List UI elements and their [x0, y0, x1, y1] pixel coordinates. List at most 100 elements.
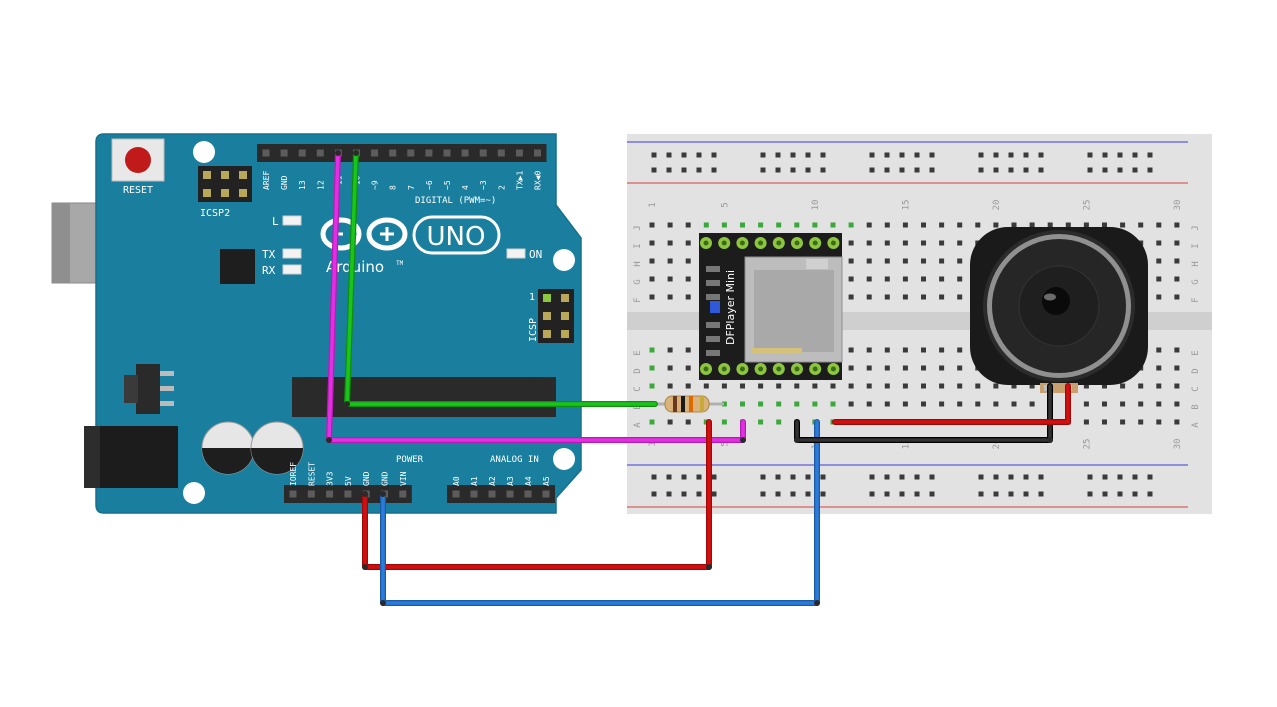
breadboard-hole[interactable]	[758, 383, 764, 389]
breadboard-hole[interactable]	[884, 491, 890, 497]
breadboard-hole[interactable]	[1065, 222, 1071, 228]
breadboard-hole[interactable]	[993, 383, 999, 389]
breadboard-hole[interactable]	[1117, 152, 1123, 158]
breadboard-hole[interactable]	[1102, 383, 1107, 389]
breadboard-hole[interactable]	[703, 222, 709, 228]
breadboard-hole[interactable]	[667, 294, 673, 300]
breadboard-hole[interactable]	[978, 167, 984, 173]
breadboard-hole[interactable]	[939, 222, 945, 228]
breadboard-hole[interactable]	[775, 474, 781, 480]
breadboard-hole[interactable]	[711, 152, 717, 158]
breadboard-hole[interactable]	[957, 240, 963, 246]
breadboard-hole[interactable]	[866, 365, 872, 371]
breadboard-hole[interactable]	[848, 383, 854, 389]
breadboard-hole[interactable]	[790, 491, 796, 497]
breadboard-hole[interactable]	[1156, 401, 1162, 407]
breadboard-hole[interactable]	[899, 152, 905, 158]
breadboard-hole[interactable]	[1156, 294, 1162, 300]
breadboard-hole[interactable]	[760, 167, 766, 173]
breadboard-hole[interactable]	[848, 240, 854, 246]
breadboard-hole[interactable]	[939, 383, 945, 389]
breadboard-hole[interactable]	[957, 222, 963, 228]
breadboard-hole[interactable]	[685, 383, 691, 389]
breadboard-hole[interactable]	[666, 152, 672, 158]
breadboard-hole[interactable]	[899, 474, 905, 480]
breadboard-hole[interactable]	[649, 347, 655, 353]
breadboard-hole[interactable]	[1047, 222, 1053, 228]
breadboard-hole[interactable]	[866, 222, 872, 228]
header-pin[interactable]	[344, 490, 352, 498]
breadboard-hole[interactable]	[1138, 401, 1144, 407]
breadboard-hole[interactable]	[1029, 222, 1035, 228]
header-pin[interactable]	[326, 490, 334, 498]
breadboard-hole[interactable]	[1147, 167, 1153, 173]
breadboard-hole[interactable]	[667, 222, 673, 228]
breadboard-hole[interactable]	[975, 222, 981, 228]
breadboard-hole[interactable]	[649, 383, 655, 389]
breadboard-hole[interactable]	[666, 474, 672, 480]
breadboard-hole[interactable]	[1023, 474, 1029, 480]
breadboard-hole[interactable]	[1117, 491, 1123, 497]
breadboard-hole[interactable]	[1174, 365, 1180, 371]
breadboard-hole[interactable]	[848, 258, 854, 264]
header-pin[interactable]	[399, 490, 407, 498]
header-pin[interactable]	[452, 490, 460, 498]
breadboard-hole[interactable]	[805, 167, 811, 173]
breadboard-hole[interactable]	[776, 401, 782, 407]
breadboard-hole[interactable]	[921, 347, 926, 353]
breadboard-hole[interactable]	[993, 491, 999, 497]
breadboard-hole[interactable]	[1011, 222, 1017, 228]
breadboard-hole[interactable]	[929, 474, 935, 480]
breadboard-hole[interactable]	[649, 419, 655, 425]
breadboard-hole[interactable]	[975, 401, 981, 407]
breadboard-hole[interactable]	[667, 419, 673, 425]
breadboard-hole[interactable]	[681, 491, 687, 497]
breadboard-hole[interactable]	[667, 347, 673, 353]
breadboard-hole[interactable]	[790, 474, 796, 480]
breadboard-hole[interactable]	[884, 365, 890, 371]
breadboard-hole[interactable]	[1038, 152, 1044, 158]
reset-button[interactable]	[111, 138, 165, 182]
breadboard-hole[interactable]	[957, 258, 963, 264]
breadboard-hole[interactable]	[866, 240, 872, 246]
breadboard-hole[interactable]	[866, 294, 872, 300]
breadboard-hole[interactable]	[1174, 222, 1180, 228]
breadboard-hole[interactable]	[978, 474, 984, 480]
breadboard-hole[interactable]	[740, 401, 745, 407]
breadboard-hole[interactable]	[884, 240, 890, 246]
breadboard-hole[interactable]	[1174, 383, 1180, 389]
breadboard-hole[interactable]	[1102, 222, 1107, 228]
breadboard-hole[interactable]	[884, 383, 890, 389]
breadboard-hole[interactable]	[1174, 401, 1180, 407]
header-pin[interactable]	[542, 490, 550, 498]
breadboard-hole[interactable]	[1102, 401, 1107, 407]
breadboard-hole[interactable]	[884, 167, 890, 173]
breadboard-hole[interactable]	[1023, 491, 1029, 497]
header-pin[interactable]	[461, 149, 469, 157]
breadboard-hole[interactable]	[812, 401, 818, 407]
breadboard-hole[interactable]	[921, 240, 926, 246]
breadboard-hole[interactable]	[667, 258, 673, 264]
breadboard-hole[interactable]	[775, 152, 781, 158]
breadboard-hole[interactable]	[957, 401, 963, 407]
breadboard-hole[interactable]	[921, 276, 926, 282]
breadboard-hole[interactable]	[820, 491, 826, 497]
breadboard-hole[interactable]	[703, 383, 709, 389]
breadboard-hole[interactable]	[651, 167, 657, 173]
header-pin[interactable]	[515, 149, 523, 157]
breadboard-hole[interactable]	[681, 167, 687, 173]
breadboard-hole[interactable]	[1029, 383, 1035, 389]
breadboard-hole[interactable]	[721, 401, 727, 407]
breadboard-hole[interactable]	[775, 491, 781, 497]
breadboard-hole[interactable]	[711, 491, 717, 497]
header-pin[interactable]	[534, 149, 541, 157]
breadboard-hole[interactable]	[758, 401, 764, 407]
breadboard-hole[interactable]	[1008, 152, 1014, 158]
header-pin[interactable]	[407, 149, 415, 157]
breadboard-hole[interactable]	[866, 347, 872, 353]
breadboard-hole[interactable]	[711, 474, 717, 480]
breadboard-hole[interactable]	[869, 491, 875, 497]
header-pin[interactable]	[289, 490, 297, 498]
breadboard-hole[interactable]	[685, 240, 691, 246]
breadboard-hole[interactable]	[696, 152, 702, 158]
